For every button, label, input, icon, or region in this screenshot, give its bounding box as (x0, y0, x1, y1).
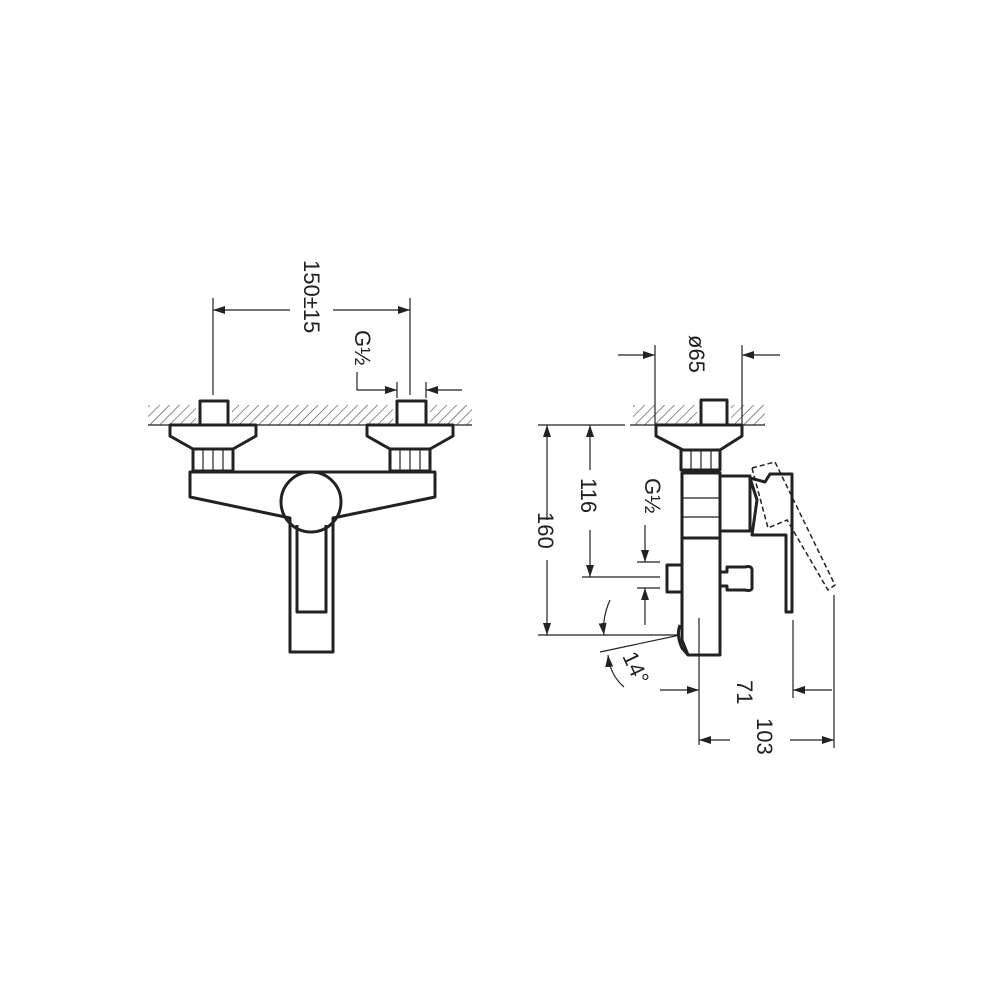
dim-label-65: ø65 (684, 335, 709, 373)
handle-lever (295, 525, 328, 614)
side-handle (748, 472, 794, 614)
dimension-angle: 14° (598, 599, 681, 689)
dim-label-71: 71 (732, 680, 757, 704)
dimension-thread-side: G½ (637, 478, 665, 625)
mixer-body (188, 470, 437, 654)
dimension-diameter: ø65 (618, 335, 780, 425)
handle-alt-position (751, 461, 836, 592)
side-body (680, 471, 722, 657)
dim-label-14deg: 14° (617, 648, 654, 689)
dim-label-103: 103 (752, 718, 777, 755)
dimension-heights: 160 116 (533, 424, 680, 636)
dimension-thread-front: G½ (350, 330, 462, 398)
wall-hatch (148, 405, 472, 426)
dim-label-160: 160 (533, 512, 558, 549)
wall-hatch-side (630, 405, 765, 426)
dimension-depths: 71 103 (660, 595, 835, 755)
dim-label-thread: G½ (350, 330, 375, 365)
dim-label-thread-side: G½ (640, 478, 665, 513)
side-view: ø65 160 116 G½ 14° (533, 335, 836, 755)
dim-label-116: 116 (576, 478, 601, 513)
handle-hub (279, 470, 343, 534)
diverter-knob (718, 565, 754, 592)
front-view: 150±15 G½ (148, 260, 472, 654)
dim-label-150: 150±15 (299, 260, 324, 333)
spout-outlet (676, 624, 690, 656)
dimension-pipe-spacing: 150±15 (212, 260, 411, 395)
